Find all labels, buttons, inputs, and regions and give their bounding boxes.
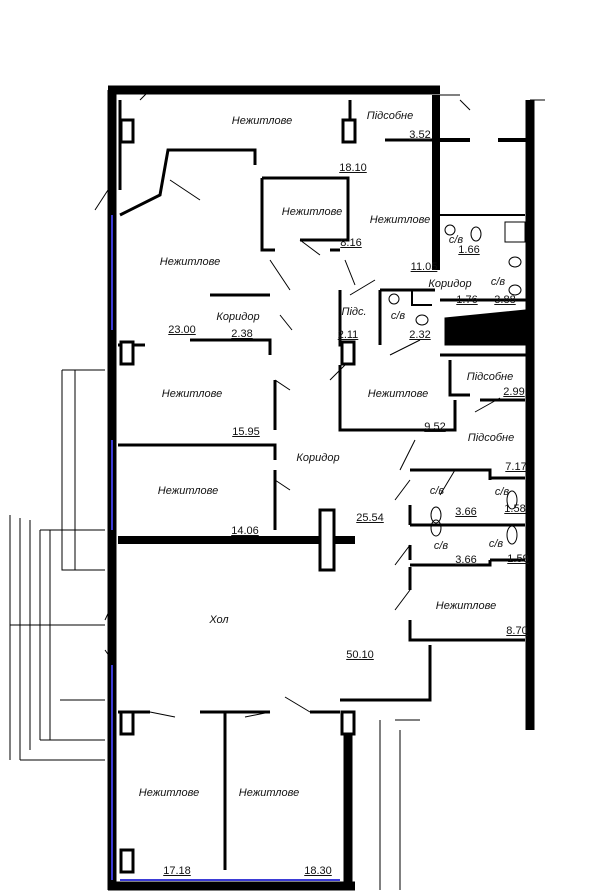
room-area: 17.18: [163, 865, 191, 877]
room-name: Нежитлове: [159, 256, 221, 268]
room-name: Коридор: [428, 278, 472, 290]
room-area: 8.16: [340, 237, 362, 249]
room-name: Нежитлове: [157, 485, 219, 497]
room-area: 14.06: [231, 525, 259, 537]
room-name: Нежитлове: [238, 787, 300, 799]
room-area: 18.30: [304, 865, 332, 877]
room-name: с/в: [490, 276, 506, 288]
room-area: 50.10: [346, 649, 374, 661]
room-name: с/в: [390, 310, 406, 322]
room-area: 25.54: [356, 512, 384, 524]
room-name: Нежитлове: [435, 600, 497, 612]
room-area: 3.66: [455, 506, 477, 518]
room-name: с/в: [448, 234, 464, 246]
room-area: 1.76: [456, 294, 478, 306]
room-area: 7.17: [505, 461, 527, 473]
room-name: с/в: [429, 485, 445, 497]
room-name: Нежитлове: [161, 388, 223, 400]
room-area: 2.11: [337, 329, 359, 341]
room-area: 3.52: [409, 129, 431, 141]
room-name: Нежитлове: [367, 388, 429, 400]
room-name: с/в: [433, 540, 449, 552]
room-area: 1.58: [504, 503, 526, 515]
room-name: Нежитлове: [281, 206, 343, 218]
room-name: Нежитлове: [138, 787, 200, 799]
room-name: Хол: [209, 614, 229, 626]
room-name: Підс.: [341, 306, 367, 318]
room-area: 8.70: [506, 625, 528, 637]
room-name: Підсобне: [466, 371, 514, 383]
room-name: Підсобне: [467, 432, 515, 444]
room-area: 23.00: [168, 324, 196, 336]
room-area: 1.66: [458, 244, 480, 256]
room-area: 9.52: [424, 421, 446, 433]
room-name: Нежитлове: [231, 115, 293, 127]
room-area: 2.32: [409, 329, 431, 341]
room-area: 2.99: [503, 386, 525, 398]
room-area: 15.95: [232, 426, 260, 438]
room-area: 3.88: [494, 294, 516, 306]
windows: [111, 215, 340, 881]
room-name: Нежитлове: [369, 214, 431, 226]
room-name: Підсобне: [366, 110, 414, 122]
room-name: Коридор: [216, 311, 260, 323]
room-area: 3.66: [455, 554, 477, 566]
room-area: 2.38: [231, 328, 253, 340]
room-area: 18.10: [339, 162, 367, 174]
room-name: с/в: [488, 538, 504, 550]
room-area: 1.59: [507, 553, 529, 565]
room-area: 11.05: [410, 261, 438, 273]
room-name: Коридор: [296, 452, 340, 464]
room-name: с/в: [494, 486, 510, 498]
